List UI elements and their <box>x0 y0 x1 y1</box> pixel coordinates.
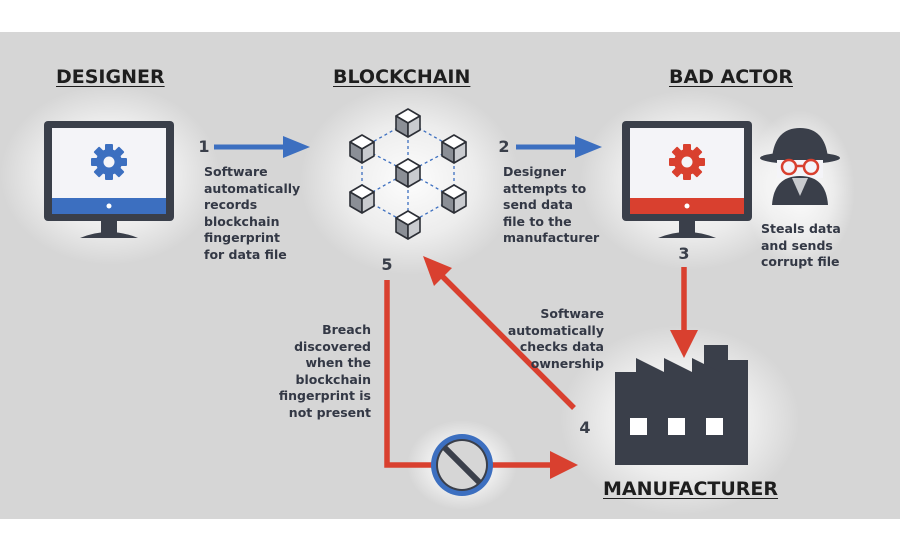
bad-actor-gear-icon <box>669 144 705 180</box>
manufacturer-heading: MANUFACTURER <box>603 478 779 500</box>
arrow-step-2 <box>516 136 602 158</box>
prohibited-icon <box>431 434 493 496</box>
blockchain-cubes-icon <box>349 108 467 240</box>
step-4-number: 4 <box>579 418 591 437</box>
step-5-number: 5 <box>381 255 393 274</box>
step-2-number: 2 <box>498 137 510 156</box>
factory-icon <box>615 345 748 465</box>
arrow-step-3 <box>670 267 698 358</box>
blockchain-heading: BLOCKCHAIN <box>333 66 471 88</box>
arrow-step-1 <box>214 136 310 158</box>
arrow-step-4 <box>423 256 576 410</box>
designer-gear-icon <box>91 144 127 180</box>
arrow-step-5 <box>384 280 578 479</box>
spy-icon <box>760 128 840 205</box>
step-1-number: 1 <box>198 137 210 156</box>
step-3-number: 3 <box>678 244 690 263</box>
bad-actor-heading: BAD ACTOR <box>669 66 793 88</box>
designer-heading: DESIGNER <box>56 66 165 88</box>
